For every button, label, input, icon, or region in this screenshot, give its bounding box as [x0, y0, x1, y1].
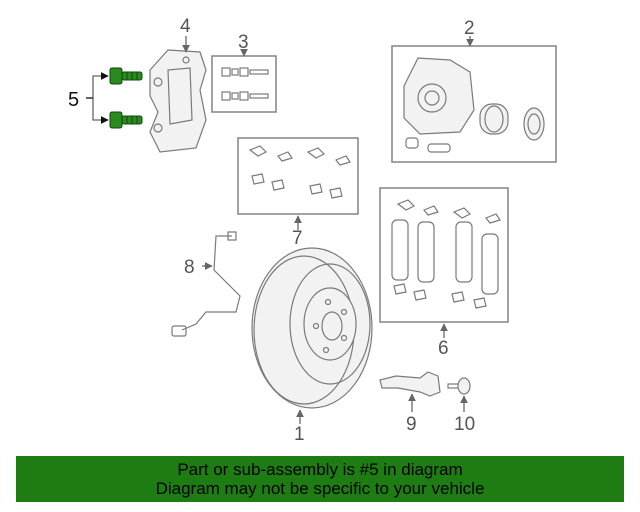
caliper-bracket-part-4[interactable] — [149, 49, 207, 153]
screw-part-10[interactable] — [447, 377, 471, 395]
footer-banner: Part or sub-assembly is #5 in diagram Di… — [16, 456, 624, 502]
guide-pins-part-3[interactable] — [221, 67, 269, 101]
hardware-clips-part-7[interactable] — [248, 145, 351, 199]
brake-rotor-part-1[interactable] — [251, 247, 373, 409]
brake-pads-part-6[interactable] — [391, 199, 501, 309]
callout-8: 8 — [184, 257, 195, 278]
footer-line-disclaimer: Diagram may not be specific to your vehi… — [155, 479, 485, 498]
callout-2: 2 — [464, 18, 475, 39]
bolt-lower — [109, 111, 143, 129]
bolt-upper — [109, 67, 143, 85]
callout-9: 9 — [406, 414, 417, 435]
bolt-pair-part-5[interactable] — [86, 67, 143, 129]
callout-3: 3 — [238, 32, 249, 53]
caliper-assembly-part-2[interactable] — [403, 57, 545, 153]
box-part-6 — [379, 187, 509, 323]
footer-line-part-number: Part or sub-assembly is #5 in diagram — [177, 460, 463, 479]
callout-6: 6 — [438, 338, 449, 359]
box-part-3 — [211, 55, 277, 113]
box-part-2 — [391, 45, 557, 163]
callout-5: 5 — [68, 89, 79, 111]
callout-4: 4 — [180, 16, 191, 37]
callout-10: 10 — [454, 414, 475, 435]
callout-7: 7 — [292, 228, 303, 249]
parts-diagram: 5 4 3 2 7 — [68, 16, 557, 445]
sensor-part-9[interactable] — [379, 371, 441, 397]
box-part-7 — [237, 137, 359, 215]
wear-sensor-part-8[interactable] — [171, 231, 241, 337]
callout-1: 1 — [294, 424, 305, 445]
